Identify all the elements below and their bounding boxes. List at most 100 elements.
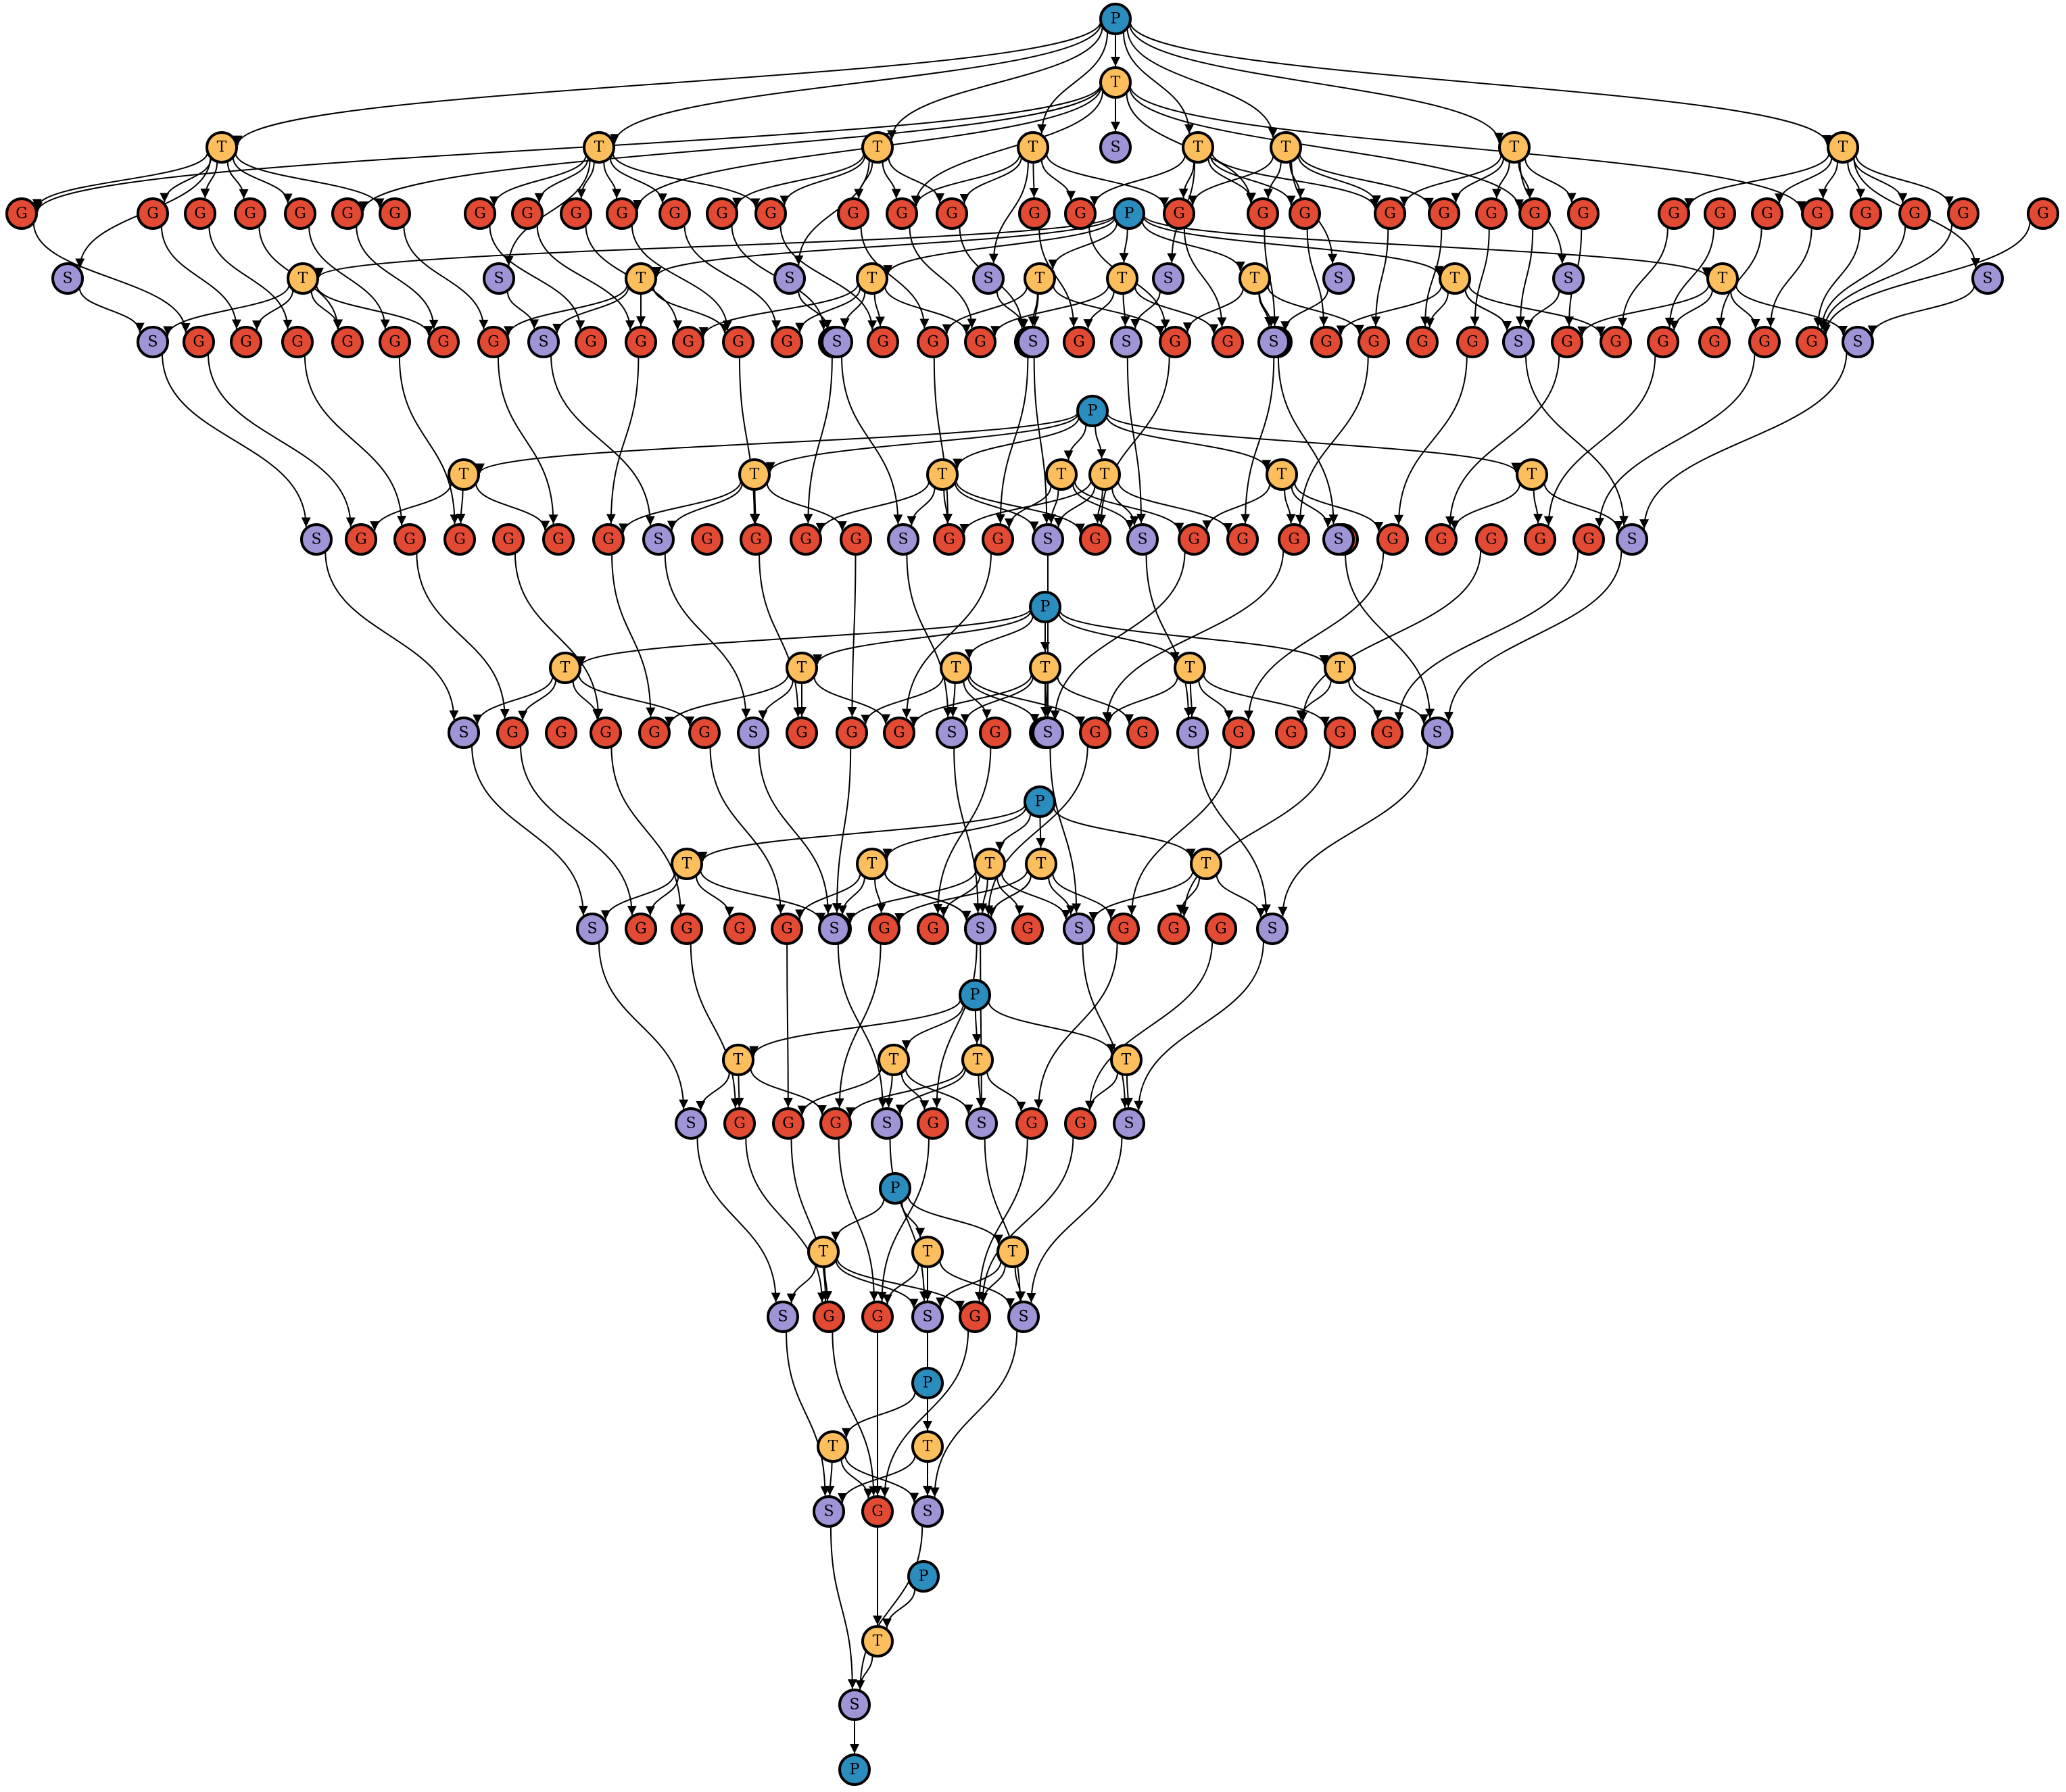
node-label: G bbox=[294, 205, 306, 222]
node-label: T bbox=[1718, 270, 1728, 287]
node-label: G bbox=[1387, 531, 1399, 548]
graph-edge bbox=[160, 225, 241, 329]
graph-edge bbox=[1259, 292, 1276, 327]
graph-edge bbox=[1813, 227, 1861, 327]
node-g: G bbox=[1324, 717, 1356, 749]
node-label: T bbox=[873, 139, 883, 156]
graph-edge bbox=[208, 225, 293, 329]
graph-edge bbox=[1867, 285, 1975, 335]
graph-edge bbox=[1209, 155, 1296, 205]
graph-edge bbox=[1394, 550, 1579, 722]
graph-edge bbox=[1298, 550, 1482, 722]
node-s: S bbox=[527, 326, 560, 358]
graph-edge bbox=[1085, 940, 1214, 1111]
node-p: P bbox=[1113, 197, 1145, 230]
graph-edge bbox=[1289, 162, 1305, 198]
graph-edge bbox=[990, 284, 1109, 336]
node-label: T bbox=[217, 139, 227, 156]
graph-edge bbox=[536, 224, 635, 331]
node-circle bbox=[871, 1107, 903, 1140]
node-circle bbox=[1358, 326, 1390, 358]
graph-edge bbox=[873, 293, 885, 326]
node-g: G bbox=[1567, 197, 1600, 230]
node-t: T bbox=[856, 848, 888, 880]
node-g: G bbox=[840, 523, 872, 556]
node-s: S bbox=[1842, 326, 1874, 358]
node-g: G bbox=[1079, 523, 1111, 556]
node-s: S bbox=[1110, 326, 1143, 358]
node-t: T bbox=[1324, 652, 1356, 684]
graph-edge bbox=[683, 224, 782, 330]
node-circle bbox=[230, 326, 262, 358]
graph-edge bbox=[882, 1588, 916, 1628]
node-g: G bbox=[496, 717, 529, 749]
node-g: G bbox=[625, 326, 657, 358]
node-circle bbox=[917, 913, 949, 945]
graph-edge bbox=[1034, 942, 1118, 1109]
node-circle bbox=[1163, 197, 1195, 230]
node-s: S bbox=[1322, 262, 1355, 295]
graph-edge bbox=[1040, 159, 1076, 201]
node-label: S bbox=[538, 334, 548, 351]
graph-edge bbox=[1524, 158, 1577, 203]
node-circle bbox=[836, 717, 868, 749]
node-label: S bbox=[458, 725, 469, 742]
graph-edge bbox=[1128, 23, 1504, 143]
graph-edge bbox=[930, 1330, 1018, 1497]
node-circle bbox=[979, 717, 1011, 749]
graph-edge bbox=[310, 290, 343, 329]
node-s: S bbox=[1099, 131, 1132, 164]
node-circle bbox=[817, 1430, 849, 1463]
node-label: G bbox=[927, 334, 939, 351]
node-label: G bbox=[355, 531, 367, 548]
node-g: G bbox=[1159, 326, 1191, 358]
node-label: G bbox=[240, 334, 252, 351]
node-circle bbox=[1018, 197, 1051, 230]
node-g: G bbox=[1064, 197, 1097, 230]
node-label: G bbox=[1257, 205, 1269, 222]
graph-edge bbox=[600, 872, 675, 920]
graph-edge bbox=[765, 413, 1079, 472]
node-g: G bbox=[1275, 717, 1307, 749]
node-g: G bbox=[1518, 197, 1551, 230]
node-g: G bbox=[590, 717, 622, 749]
node-circle bbox=[982, 523, 1014, 556]
node-g: G bbox=[492, 523, 525, 556]
node-circle bbox=[1572, 523, 1605, 556]
node-t: T bbox=[1017, 131, 1049, 164]
node-label: G bbox=[1577, 205, 1589, 222]
node-circle bbox=[1099, 3, 1132, 35]
node-label: T bbox=[1277, 466, 1287, 483]
node-label: S bbox=[1627, 531, 1637, 548]
node-g: G bbox=[771, 326, 803, 358]
node-g: G bbox=[1157, 913, 1190, 945]
node-label: S bbox=[1852, 334, 1863, 351]
graph-edge bbox=[1203, 673, 1330, 727]
graph-edge bbox=[1518, 162, 1535, 199]
graph-edge bbox=[978, 1264, 1006, 1303]
node-g: G bbox=[1011, 913, 1044, 945]
node-circle bbox=[1796, 326, 1828, 358]
graph-edge bbox=[1470, 228, 1490, 326]
graph-edge bbox=[795, 287, 861, 333]
graph-edge bbox=[1082, 943, 1130, 1108]
node-s: S bbox=[1322, 523, 1355, 556]
node-label: T bbox=[1057, 466, 1067, 483]
node-circle bbox=[671, 913, 703, 945]
graph-edge bbox=[797, 1067, 882, 1115]
graph-edge bbox=[403, 225, 489, 329]
node-g: G bbox=[786, 717, 818, 749]
node-g: G bbox=[137, 197, 169, 230]
node-circle bbox=[1406, 326, 1439, 358]
node-p: P bbox=[1029, 591, 1061, 623]
graph-edge bbox=[665, 673, 789, 727]
node-g: G bbox=[1015, 1107, 1048, 1140]
node-circle bbox=[1064, 197, 1097, 230]
graph-edge bbox=[1306, 228, 1329, 326]
graph-edge bbox=[1394, 356, 1468, 525]
node-g: G bbox=[606, 197, 638, 230]
node-g: G bbox=[2027, 197, 2059, 230]
graph-edge bbox=[1491, 161, 1510, 199]
node-label: S bbox=[1333, 531, 1343, 548]
node-circle bbox=[767, 1301, 799, 1333]
